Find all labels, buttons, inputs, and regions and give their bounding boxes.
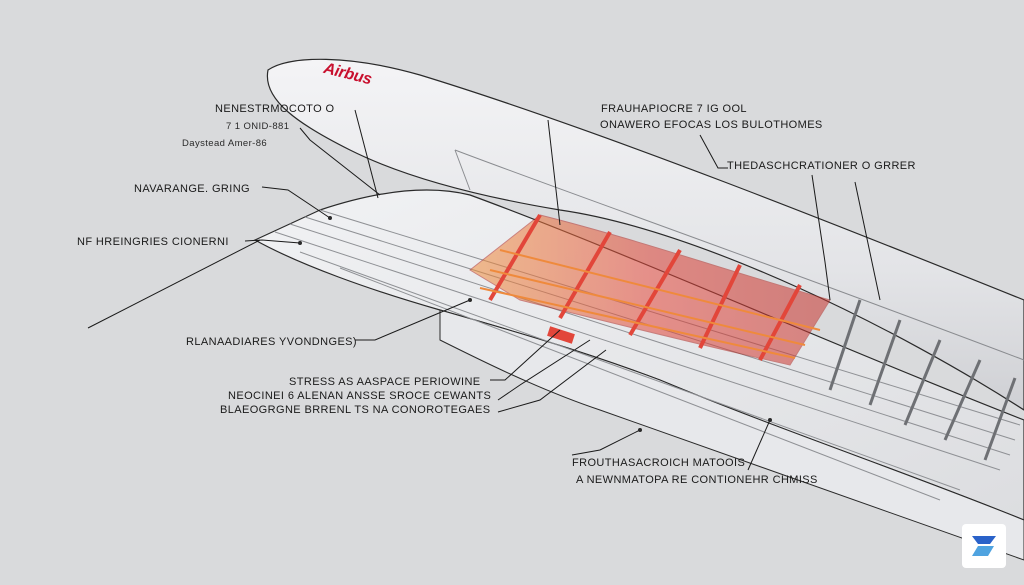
heated-ribs — [488, 213, 802, 361]
label-12: THEDASCHCRATIONER O GRRER — [727, 160, 916, 172]
fuselage-door-line — [454, 149, 471, 191]
label-1: NENESTRMOCOTO O — [215, 103, 335, 115]
label-10: FRAUHAPIOCRE 7 IG OOL — [601, 103, 747, 115]
label-8: NEOCINEI 6 ALENAN ANSSE SROCE CEWANTS — [228, 390, 492, 402]
brand-logo-icon — [972, 536, 996, 556]
label-13: FROUTHASACROICH MATOOIS — [572, 457, 746, 469]
label-14: A NEWNMATOPA RE CONTIONEHR CHMISS — [576, 474, 818, 486]
heat-marker — [547, 326, 575, 344]
label-5: NF HREINGRIES CIONERNI — [77, 236, 229, 248]
wing-markers — [298, 216, 772, 432]
label-9: BLAEOGRGNE BRRENL TS NA CONOROTEGAES — [220, 404, 491, 416]
heated-stringers — [479, 249, 821, 359]
fuselage-panel-line — [454, 149, 1024, 361]
callout-lines — [87, 109, 881, 471]
label-11: ONAWERO EFOCAS LOS BULOTHOMES — [600, 119, 823, 131]
label-6: RLANAADIARES YVONDNGES) — [186, 336, 357, 348]
label-2: 7 1 ONID-881 — [226, 121, 290, 132]
wing-flap-panel — [439, 309, 1024, 561]
label-3: Daystead Amer-86 — [182, 138, 268, 149]
wing-ribs-outer — [828, 299, 1017, 461]
wing-surface — [253, 189, 1024, 521]
brand-logo-badge — [962, 524, 1006, 568]
label-7: STRESS AS AASPACE PERIOWINE — [289, 376, 481, 388]
label-4: NAVARANGE. GRING — [134, 183, 251, 195]
